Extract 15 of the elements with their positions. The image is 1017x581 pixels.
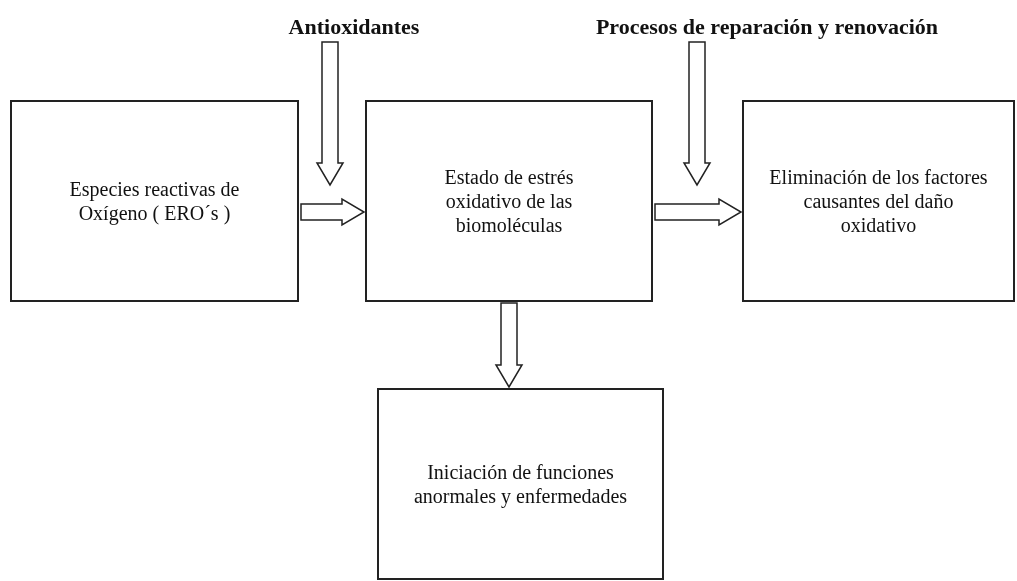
input-label: Antioxidantes (288, 13, 420, 41)
block-arrow (494, 302, 524, 389)
process-box (377, 388, 664, 580)
input-label: Procesos de reparación y renovación (595, 13, 939, 41)
box-text: Eliminación de los factores causantes del daño oxidativo (768, 165, 989, 237)
process-box (10, 100, 299, 302)
box-text: Especies reactivas de Oxígeno ( ERO´s ) (68, 177, 241, 225)
block-arrow (315, 41, 345, 187)
block-arrow (682, 41, 712, 187)
box-text: Estado de estrés oxidativo de las biomoléculas (443, 165, 575, 237)
box-text: Iniciación de funciones anormales y enfermedades (412, 460, 629, 508)
process-box (365, 100, 653, 302)
block-arrow (654, 197, 743, 227)
block-arrow (300, 197, 366, 227)
process-box (742, 100, 1015, 302)
